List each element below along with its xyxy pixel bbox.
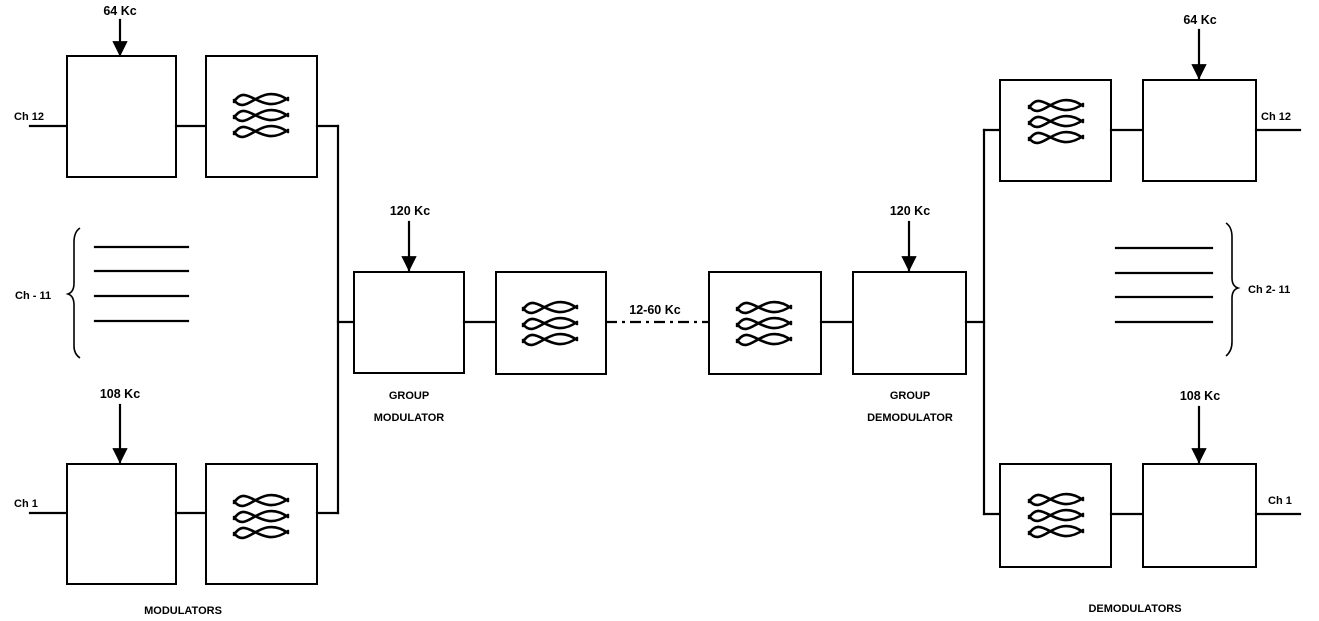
- modulator-box: [66, 55, 177, 178]
- carrier-label: 108 Kc: [1180, 389, 1220, 403]
- demodulator-ch12-row: 64 Kc Ch 12: [982, 13, 1302, 182]
- group-brace: [65, 227, 81, 359]
- channel-label: Ch 2- 11: [1248, 284, 1290, 296]
- channel-label: Ch 1: [1268, 495, 1292, 507]
- channel-label: Ch 12: [14, 111, 44, 123]
- channel-label: Ch - 11: [15, 290, 51, 302]
- channel-label: Ch 12: [1261, 111, 1291, 123]
- group-label-line2: MODULATOR: [374, 412, 445, 424]
- bandpass-filter: [205, 55, 318, 178]
- modulator-ch1-row: 108 Kc Ch 1: [14, 387, 340, 585]
- group-demodulator: 120 Kc GROUP DEMODULATOR: [852, 204, 967, 424]
- line-band-label: 12-60 Kc: [629, 303, 680, 317]
- modulator-ch12-row: 64 Kc Ch 12: [14, 4, 340, 178]
- bandpass-filter: [205, 463, 318, 585]
- group-modulator: 120 Kc GROUP MODULATOR: [353, 204, 465, 424]
- bandpass-filter: [999, 79, 1112, 182]
- carrier-label: 108 Kc: [100, 387, 140, 401]
- modulator-box: [66, 463, 177, 585]
- group-brace: [1225, 222, 1241, 357]
- demodulators-caption: DEMODULATORS: [1088, 603, 1181, 615]
- demodulator-box: [1142, 463, 1257, 568]
- group-label-line1: GROUP: [890, 390, 930, 402]
- group-modulator-box: [353, 271, 465, 374]
- carrier-label: 64 Kc: [103, 4, 136, 18]
- demodulator-ch-mid: Ch 2- 11: [1114, 222, 1290, 357]
- receive-line-filter: [708, 271, 822, 375]
- modulators-caption: MODULATORS: [144, 605, 222, 617]
- carrier-label: 120 Kc: [890, 204, 930, 218]
- group-label-line2: DEMODULATOR: [867, 412, 953, 424]
- demodulator-ch1-row: 108 Kc Ch 1: [982, 389, 1302, 568]
- demodulator-box: [1142, 79, 1257, 182]
- carrier-label: 64 Kc: [1183, 13, 1216, 27]
- group-label-line1: GROUP: [389, 390, 429, 402]
- bandpass-filter: [999, 463, 1112, 568]
- transmit-line-filter: [495, 271, 607, 375]
- channel-label: Ch 1: [14, 498, 38, 510]
- carrier-label: 120 Kc: [390, 204, 430, 218]
- modulator-ch-mid: Ch - 11: [15, 227, 190, 359]
- group-demodulator-box: [852, 271, 967, 375]
